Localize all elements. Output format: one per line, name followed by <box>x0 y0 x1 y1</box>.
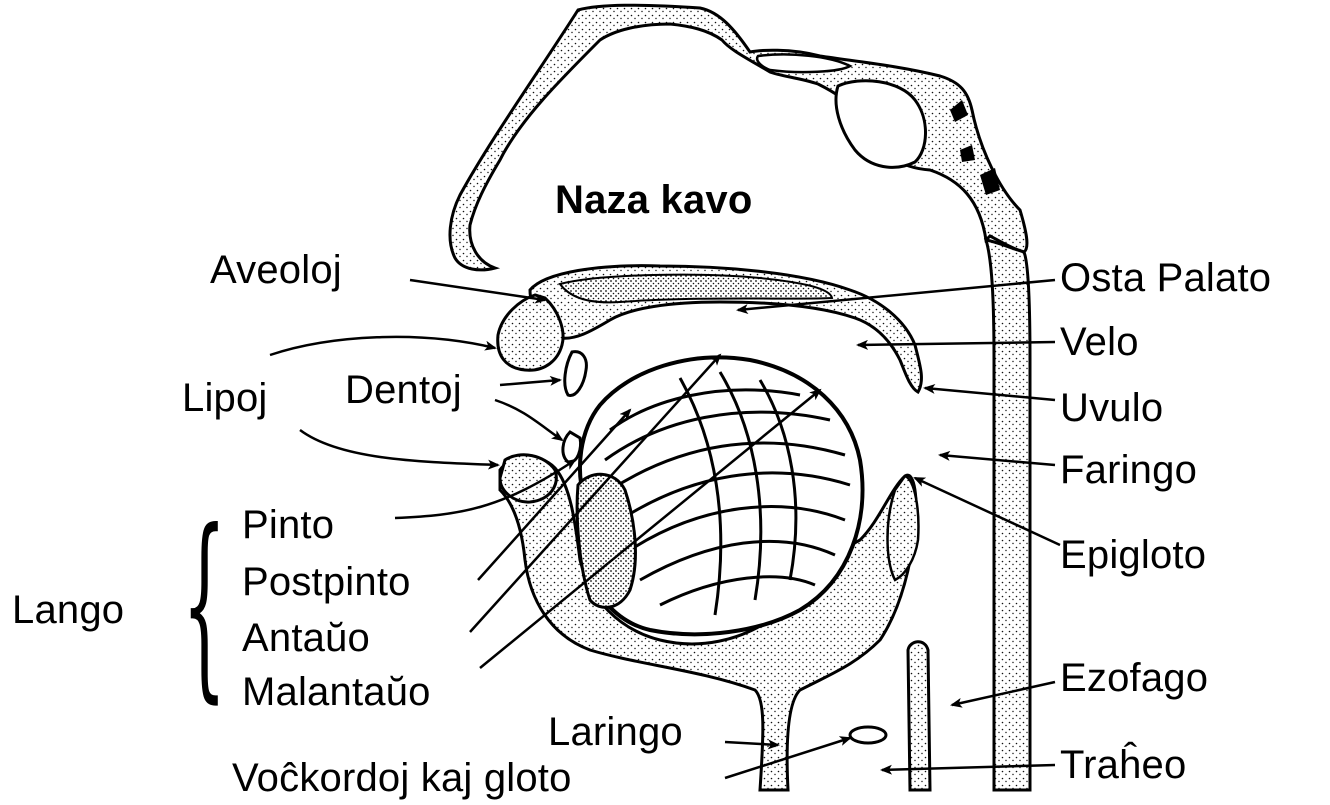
lower-tooth <box>563 432 581 462</box>
label-epigloto: Epigloto <box>1060 535 1206 575</box>
label-ezofago: Ezofago <box>1060 658 1208 698</box>
label-antauo: Antaŭo <box>242 618 370 658</box>
label-naza-kavo: Naza kavo <box>555 180 752 220</box>
label-osta-palato: Osta Palato <box>1060 258 1271 298</box>
arrow-lipoj-upper <box>270 337 495 355</box>
arrow-dentoj-lower <box>495 400 562 440</box>
lower-lip <box>500 455 556 502</box>
label-velo: Velo <box>1060 322 1139 362</box>
arrow-uvulo <box>925 388 1055 400</box>
upper-tooth <box>565 352 587 396</box>
lango-brace: { <box>182 505 227 705</box>
arrow-dentoj-upper <box>500 380 560 385</box>
label-dentoj: Dentoj <box>345 370 462 410</box>
arrow-aveoloj <box>410 280 545 300</box>
label-vockordoj: Voĉkordoj kaj gloto <box>232 758 572 798</box>
nasal-bone <box>450 5 1027 270</box>
label-laringo: Laringo <box>548 712 683 752</box>
label-traheo: Traĥeo <box>1060 745 1186 785</box>
label-uvulo: Uvulo <box>1060 388 1163 428</box>
label-aveoloj: Aveoloj <box>210 250 342 290</box>
vocal-cords <box>850 727 886 743</box>
arrow-lipoj-lower <box>300 430 498 465</box>
label-pinto: Pinto <box>242 505 334 545</box>
label-lango: Lango <box>12 590 124 630</box>
label-postpinto: Postpinto <box>242 562 411 602</box>
label-lipoj: Lipoj <box>182 378 268 418</box>
tongue-front <box>577 474 635 607</box>
label-faringo: Faringo <box>1060 450 1197 490</box>
arrow-epigloto <box>915 478 1060 545</box>
label-malantauo: Malantaŭo <box>242 672 431 712</box>
upper-lip <box>498 295 563 370</box>
